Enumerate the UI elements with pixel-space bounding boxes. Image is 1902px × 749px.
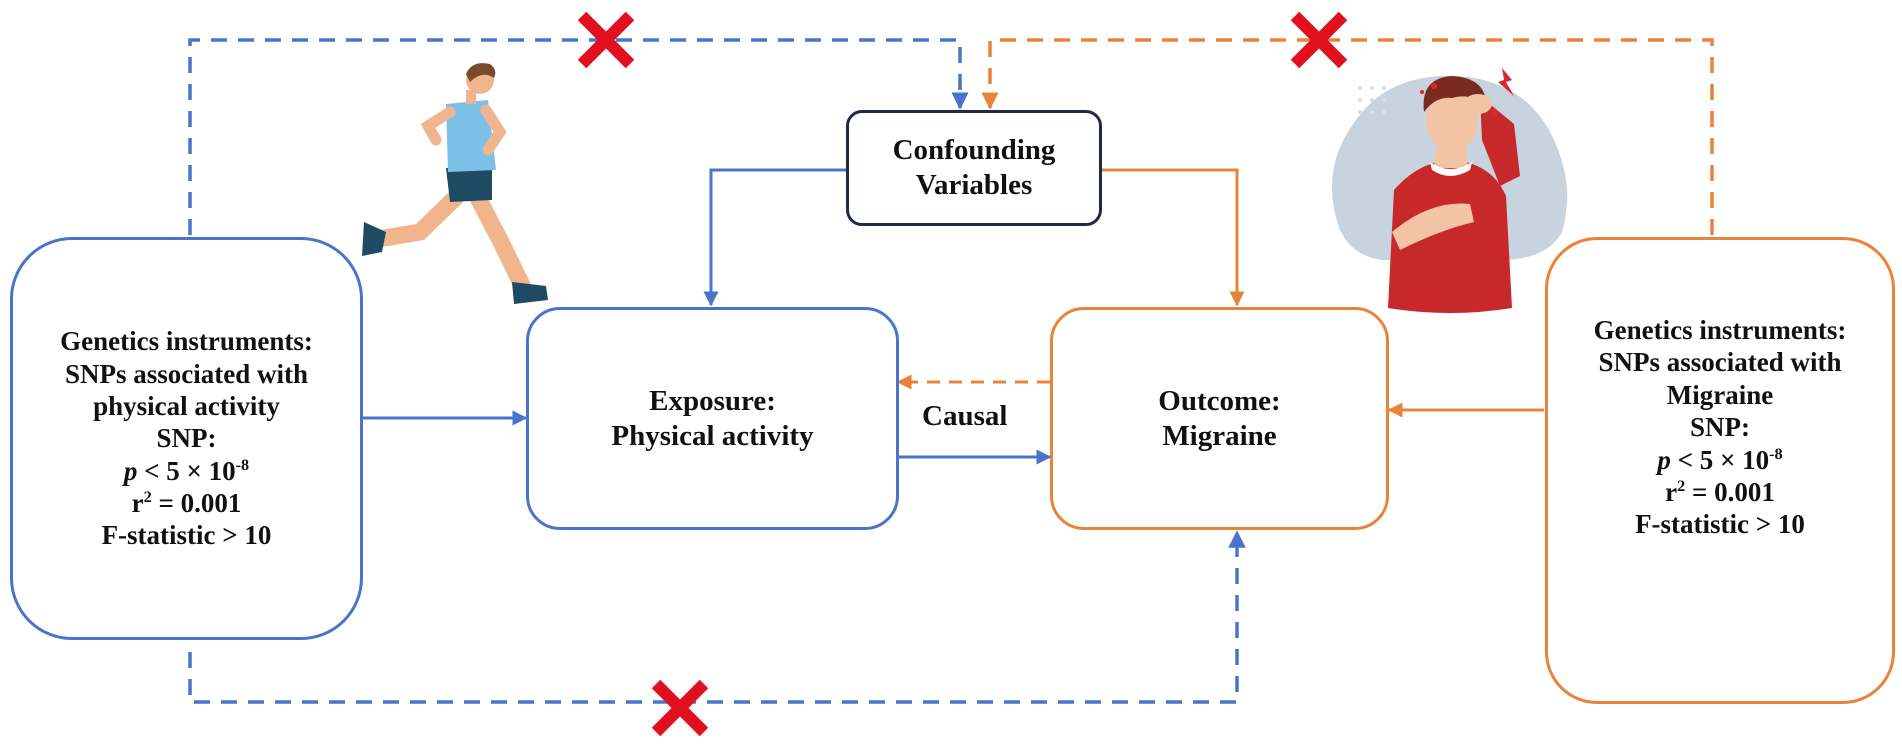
confounders-box: Confounding Variables — [846, 110, 1102, 226]
left-instrument-snps: SNPs associated with — [64, 358, 308, 389]
right-instrument-trait: Migraine — [1666, 379, 1774, 410]
right-instrument-p-threshold: p < 5 × 10-8 — [1657, 444, 1783, 475]
right-instrument-title: Genetics instruments: — [1593, 315, 1847, 345]
exposure-title: Exposure: — [649, 384, 776, 417]
right-instrument-r2: r2 = 0.001 — [1665, 476, 1775, 507]
runner-illustration — [362, 63, 548, 304]
right-instrument-f-stat: F-statistic > 10 — [1635, 509, 1805, 540]
left-instrument-r2: r2 = 0.001 — [131, 488, 242, 519]
left-instrument-box: Genetics instruments: SNPs associated wi… — [10, 237, 363, 640]
right-instrument-box: Genetics instruments: SNPs associated wi… — [1545, 237, 1895, 704]
red-x-icon — [651, 679, 709, 737]
right-instrument-snp-label: SNP: — [1690, 412, 1750, 443]
red-x-icon — [577, 11, 635, 69]
outcome-title: Outcome: — [1158, 384, 1281, 417]
exposure-box: Exposure: Physical activity — [526, 307, 899, 530]
dashed-blue-top-path — [188, 38, 969, 235]
outcome-box: Outcome: Migraine — [1050, 307, 1389, 530]
confounder-to-exposure-arrow — [703, 168, 846, 307]
confounders-line1: Confounding — [892, 134, 1056, 167]
confounder-to-outcome-arrow — [1100, 168, 1245, 307]
left-instrument-trait: physical activity — [93, 390, 280, 421]
confounders-line2: Variables — [915, 169, 1033, 201]
exposure-name: Physical activity — [611, 419, 814, 452]
left-instrument-title: Genetics instruments: — [60, 326, 313, 357]
dashed-blue-bottom-path — [188, 530, 1246, 704]
left-instrument-p-threshold: p < 5 × 10-8 — [123, 455, 250, 486]
left-instrument-snp-label: SNP: — [156, 423, 217, 454]
red-x-icon — [1290, 11, 1348, 69]
causal-label: Causal — [922, 400, 1008, 432]
outcome-name: Migraine — [1162, 419, 1277, 452]
dashed-orange-top-path — [981, 38, 1714, 235]
migraine-person-illustration — [1331, 68, 1568, 313]
left-instrument-f-stat: F-statistic > 10 — [101, 520, 272, 551]
right-instrument-snps: SNPs associated with — [1598, 347, 1842, 378]
